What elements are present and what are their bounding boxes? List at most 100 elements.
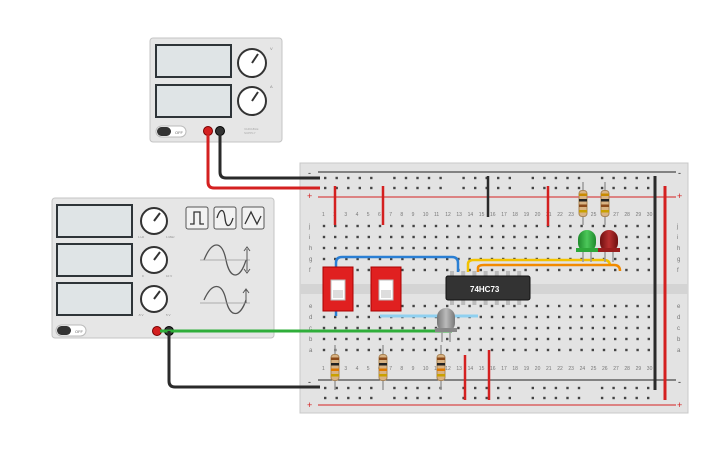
breadboard-hole[interactable] [636,337,639,341]
breadboard-hole[interactable] [647,268,650,272]
rail-hole[interactable] [612,186,615,190]
breadboard-hole[interactable] [457,224,460,228]
breadboard-hole[interactable] [367,337,370,341]
breadboard-hole[interactable] [513,315,516,319]
breadboard-hole[interactable] [535,326,538,330]
rail-hole[interactable] [623,186,627,190]
breadboard-hole[interactable] [378,246,382,250]
breadboard-hole[interactable] [401,268,404,272]
breadboard-hole[interactable] [457,235,460,239]
breadboard-hole[interactable] [558,304,561,308]
rail-hole[interactable] [474,186,477,190]
breadboard-hole[interactable] [367,268,370,272]
rail-hole[interactable] [358,176,361,180]
breadboard-hole[interactable] [356,257,359,261]
breadboard-hole[interactable] [490,337,494,341]
breadboard-hole[interactable] [647,235,650,239]
breadboard-hole[interactable] [535,304,538,308]
rail-hole[interactable] [335,396,338,400]
resistor[interactable] [378,345,388,390]
breadboard-hole[interactable] [625,348,628,352]
rail-hole[interactable] [577,386,581,390]
breadboard-hole[interactable] [490,326,494,330]
breadboard-hole[interactable] [490,246,494,250]
breadboard-hole[interactable] [322,348,326,352]
breadboard-hole[interactable] [468,304,471,308]
breadboard-hole[interactable] [502,268,505,272]
breadboard-hole[interactable] [468,224,471,228]
rail-hole[interactable] [577,186,581,190]
breadboard-hole[interactable] [468,268,471,272]
breadboard-hole[interactable] [446,337,449,341]
breadboard-hole[interactable] [457,337,460,341]
breadboard-hole[interactable] [446,224,449,228]
rail-hole[interactable] [612,386,615,390]
rail-hole[interactable] [508,176,511,180]
breadboard-hole[interactable] [423,246,426,250]
rail-hole[interactable] [427,176,431,180]
breadboard-hole[interactable] [322,257,326,261]
breadboard-hole[interactable] [423,257,426,261]
breadboard-hole[interactable] [390,257,393,261]
breadboard-hole[interactable] [636,224,639,228]
breadboard-hole[interactable] [558,348,561,352]
breadboard-hole[interactable] [524,337,527,341]
breadboard-hole[interactable] [647,337,650,341]
rail-hole[interactable] [531,396,534,400]
rail-hole[interactable] [612,176,615,180]
breadboard-hole[interactable] [647,224,650,228]
rail-hole[interactable] [393,386,396,390]
breadboard-hole[interactable] [502,337,505,341]
breadboard-hole[interactable] [345,246,348,250]
breadboard-hole[interactable] [625,235,628,239]
rail-hole[interactable] [474,386,477,390]
breadboard-hole[interactable] [647,246,650,250]
breadboard-hole[interactable] [446,257,449,261]
breadboard-hole[interactable] [423,326,426,330]
rail-hole[interactable] [647,396,650,400]
rail-hole[interactable] [600,186,604,190]
breadboard-hole[interactable] [647,257,650,261]
rail-hole[interactable] [439,186,442,190]
breadboard-hole[interactable] [356,326,359,330]
breadboard-hole[interactable] [390,326,393,330]
breadboard-hole[interactable] [490,304,494,308]
rail-hole[interactable] [497,386,500,390]
rail-hole[interactable] [370,396,373,400]
breadboard-hole[interactable] [524,315,527,319]
rail-hole[interactable] [566,186,569,190]
breadboard-hole[interactable] [378,224,382,228]
breadboard-hole[interactable] [390,224,393,228]
rail-hole[interactable] [358,396,361,400]
rail-hole[interactable] [462,186,465,190]
breadboard-hole[interactable] [502,326,505,330]
breadboard-hole[interactable] [636,348,639,352]
breadboard-hole[interactable] [546,235,550,239]
breadboard-hole[interactable] [378,326,382,330]
triangle-wave-button[interactable] [241,206,265,230]
breadboard-hole[interactable] [558,326,561,330]
rail-hole[interactable] [393,186,396,190]
breadboard-hole[interactable] [367,326,370,330]
breadboard-hole[interactable] [345,348,348,352]
rail-hole[interactable] [531,186,534,190]
breadboard-hole[interactable] [636,246,639,250]
power-supply[interactable]: V A OFF VARIABLE SUPPLY [149,37,283,143]
breadboard-hole[interactable] [356,348,359,352]
breadboard-hole[interactable] [345,315,348,319]
breadboard-hole[interactable] [322,246,326,250]
rail-hole[interactable] [600,176,604,180]
breadboard-hole[interactable] [390,235,393,239]
breadboard-hole[interactable] [546,326,550,330]
breadboard-hole[interactable] [390,246,393,250]
breadboard-hole[interactable] [546,315,550,319]
ic-chip[interactable]: 74HC73 [445,271,531,305]
breadboard-hole[interactable] [423,337,426,341]
rail-hole[interactable] [485,396,488,400]
rail-hole[interactable] [370,186,373,190]
rail-hole[interactable] [554,396,558,400]
breadboard-hole[interactable] [580,304,583,308]
rail-hole[interactable] [347,386,350,390]
breadboard-hole[interactable] [412,268,415,272]
breadboard-hole[interactable] [602,348,606,352]
